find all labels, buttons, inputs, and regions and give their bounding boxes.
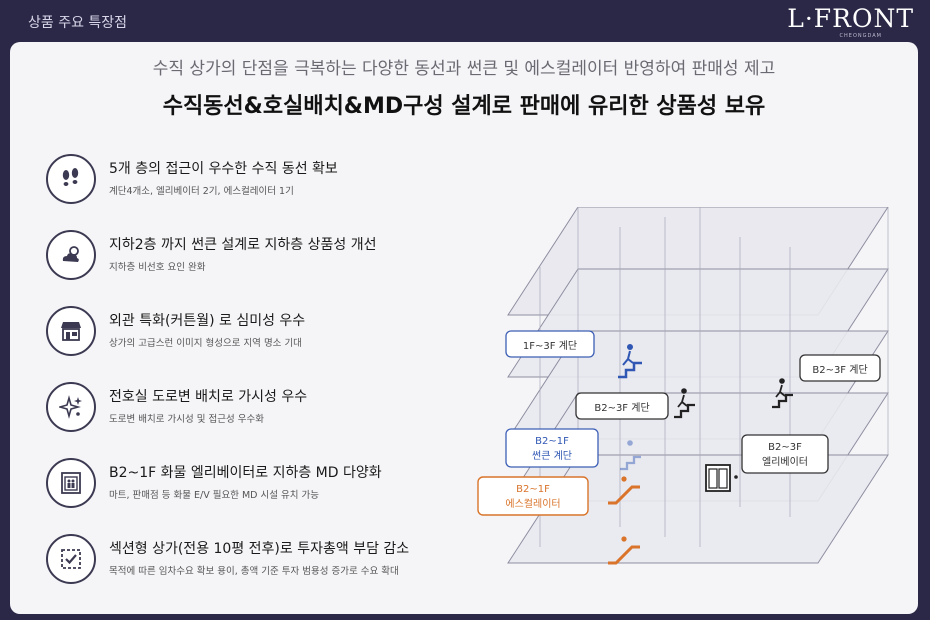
sparkle-icon bbox=[46, 382, 96, 432]
stairs-person-icon bbox=[674, 388, 695, 419]
feature-desc: 상가의 고급스런 이미지 형성으로 지역 명소 기대 bbox=[109, 338, 302, 349]
svg-text:B2~3F 계단: B2~3F 계단 bbox=[594, 402, 649, 414]
feature-title: 지하2층 까지 썬큰 설계로 지하층 상품성 개선 bbox=[109, 237, 377, 253]
feature-desc: 마트, 판매점 등 화물 E/V 필요한 MD 시설 유치 가능 bbox=[109, 490, 319, 501]
feature-item: 섹션형 상가(전용 10평 전후)로 투자총액 부담 감소 목적에 따른 임차수… bbox=[46, 532, 516, 592]
callout-sunken-stairs: B2~1F 썬큰 계단 bbox=[505, 428, 599, 468]
callout-stairs-1f-3f: 1F~3F 계단 bbox=[505, 330, 595, 358]
feature-title: 전호실 도로변 배치로 가시성 우수 bbox=[109, 389, 308, 405]
elevator-diagram-icon bbox=[705, 464, 738, 492]
feature-item: 지하2층 까지 썬큰 설계로 지하층 상품성 개선 지하층 비선호 요인 완화 bbox=[46, 228, 516, 288]
sunken-stairs-icon bbox=[620, 440, 641, 471]
svg-text:에스컬레이터: 에스컬레이터 bbox=[505, 497, 560, 510]
svg-text:B2~1F: B2~1F bbox=[535, 436, 569, 447]
feature-title: B2~1F 화물 엘리베이터로 지하층 MD 다양화 bbox=[109, 465, 382, 481]
stairs-person-icon bbox=[618, 344, 642, 379]
feature-desc: 도로변 배치로 가시성 및 접근성 우수화 bbox=[109, 414, 264, 425]
feature-item: B2~1F 화물 엘리베이터로 지하층 MD 다양화 마트, 판매점 등 화물 … bbox=[46, 456, 516, 516]
feature-item: 5개 층의 접근이 우수한 수직 동선 확보 계단4개소, 엘리베이터 2기, … bbox=[46, 152, 516, 212]
svg-text:B2~3F 계단: B2~3F 계단 bbox=[812, 364, 867, 376]
feature-title: 5개 층의 접근이 우수한 수직 동선 확보 bbox=[109, 161, 338, 177]
callout-stairs-b2-3f-center: B2~3F 계단 bbox=[575, 392, 669, 420]
feature-desc: 지하층 비선호 요인 완화 bbox=[109, 262, 206, 273]
feature-item: 외관 특화(커튼월) 로 심미성 우수 상가의 고급스런 이미지 형성으로 지역… bbox=[46, 304, 516, 364]
svg-text:1F~3F 계단: 1F~3F 계단 bbox=[523, 340, 577, 352]
callout-stairs-b2-3f-right: B2~3F 계단 bbox=[799, 354, 881, 382]
callout-escalator: B2~1F 에스컬레이터 bbox=[477, 476, 589, 516]
escalator-icon bbox=[608, 476, 640, 505]
callout-elevator: B2~3F 엘리베이터 bbox=[741, 434, 829, 474]
subhead: 수직동선&호실배치&MD구성 설계로 판매에 유리한 상품성 보유 bbox=[162, 94, 766, 119]
headline: 수직 상가의 단점을 극복하는 다양한 동선과 썬큰 및 에스컬레이터 반영하여… bbox=[152, 59, 776, 79]
elevator-icon bbox=[46, 458, 96, 508]
feature-title: 섹션형 상가(전용 10평 전후)로 투자총액 부담 감소 bbox=[109, 541, 410, 557]
footprints-icon bbox=[46, 154, 96, 204]
svg-text:B2~3F: B2~3F bbox=[768, 442, 802, 453]
section-label: 상품 주요 특장점 bbox=[28, 15, 128, 31]
storefront-icon bbox=[46, 306, 96, 356]
floor-diagram: 1F~3F 계단 B2~3F 계단 B2~3F 계단 bbox=[477, 207, 889, 565]
feature-item: 전호실 도로변 배치로 가시성 우수 도로변 배치로 가시성 및 접근성 우수화 bbox=[46, 380, 516, 440]
feature-desc: 목적에 따른 임차수요 확보 용이, 총액 기준 투자 범용성 증가로 수요 확… bbox=[109, 566, 399, 577]
cloud-sun-icon bbox=[46, 230, 96, 280]
svg-text:B2~1F: B2~1F bbox=[516, 484, 550, 495]
feature-title: 외관 특화(커튼월) 로 심미성 우수 bbox=[109, 313, 306, 329]
escalator-icon bbox=[608, 536, 640, 565]
top-bar: 상품 주요 특장점 L·FRONT CHEONGDAM bbox=[0, 0, 930, 42]
stairs-person-icon bbox=[772, 378, 793, 409]
svg-text:썬큰 계단: 썬큰 계단 bbox=[532, 450, 572, 462]
content-card: 수직 상가의 단점을 극복하는 다양한 동선과 썬큰 및 에스컬레이터 반영하여… bbox=[10, 42, 918, 614]
brand-logo: L·FRONT bbox=[787, 4, 914, 33]
brand-logo-sub: CHEONGDAM bbox=[839, 33, 882, 39]
feature-desc: 계단4개소, 엘리베이터 2기, 에스컬레이터 1기 bbox=[109, 186, 294, 197]
checklist-icon bbox=[46, 534, 96, 584]
svg-text:엘리베이터: 엘리베이터 bbox=[762, 455, 808, 468]
